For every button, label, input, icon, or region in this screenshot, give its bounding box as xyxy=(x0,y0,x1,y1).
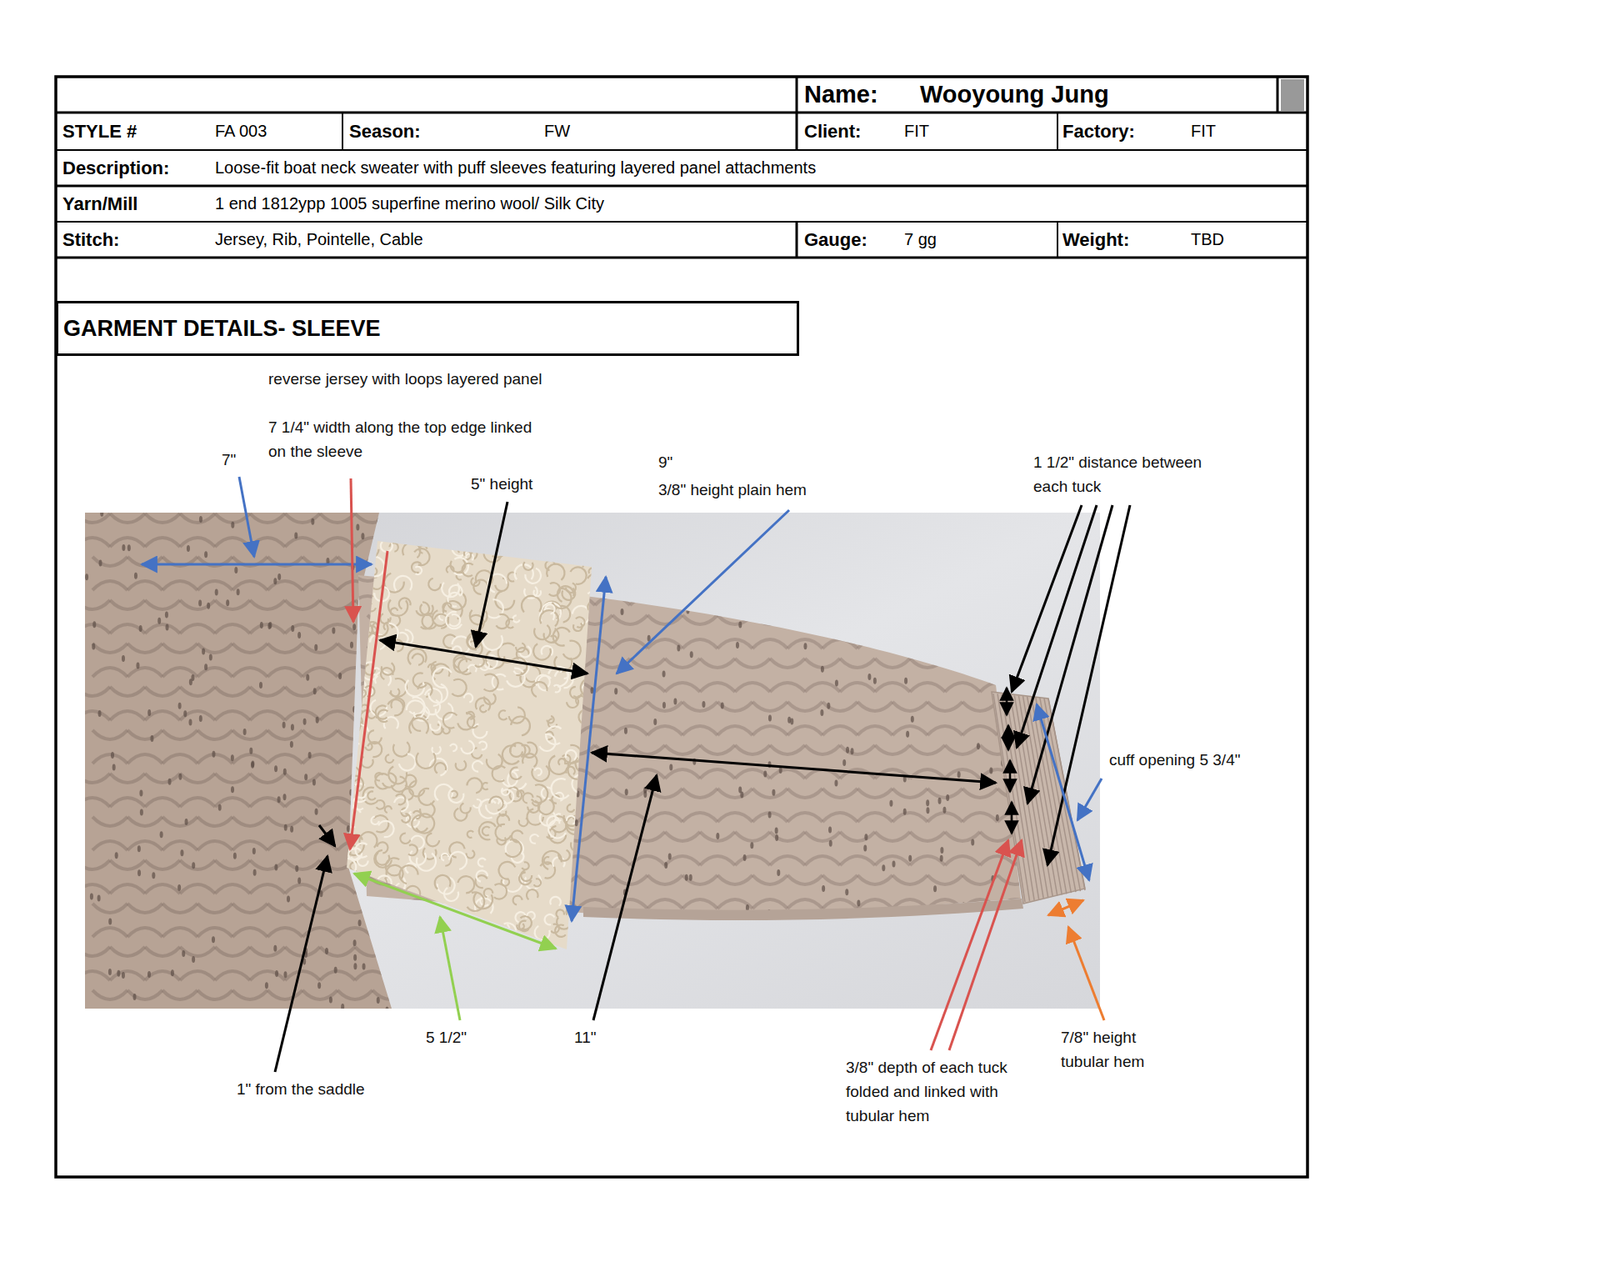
annotation-note: 3/8" depth of each tuck folded and linke… xyxy=(845,1055,1046,1128)
annotation-note: 3/8" height plain hem xyxy=(658,477,807,502)
annotation-note: 7/8" height tubular hem xyxy=(1060,1025,1186,1074)
field-label: Weight: xyxy=(1062,221,1130,258)
field-value: Loose-fit boat neck sweater with puff sl… xyxy=(215,150,816,186)
field-label: Stitch: xyxy=(62,221,120,258)
annotation-note: 1 1/2" distance between each tuck xyxy=(1033,450,1230,499)
field-label: Yarn/Mill xyxy=(62,185,138,222)
field-value: FIT xyxy=(1190,112,1216,150)
field-label: Description: xyxy=(62,150,170,186)
dimension-label: 9" xyxy=(658,450,673,475)
gray-swatch xyxy=(1280,79,1305,111)
dimension-label: 5 1/2" xyxy=(425,1025,467,1050)
field-value: Jersey, Rib, Pointelle, Cable xyxy=(215,221,424,258)
field-value: Wooyoung Jung xyxy=(920,76,1110,113)
field-label: Factory: xyxy=(1062,112,1135,150)
heading-text: GARMENT DETAILS- SLEEVE xyxy=(63,315,381,342)
field-value: 1 end 1812ypp 1005 superfine merino wool… xyxy=(215,185,605,222)
photo xyxy=(85,512,1100,1009)
annotation-note: 1" from the saddle xyxy=(236,1076,365,1101)
annotation-note: reverse jersey with loops layered panel xyxy=(268,366,544,391)
section-heading: GARMENT DETAILS- SLEEVE xyxy=(55,300,800,356)
field-value: 7 gg xyxy=(904,221,937,258)
field-label: Season: xyxy=(349,112,421,150)
dimension-label: 7" xyxy=(221,447,236,472)
field-label: Name: xyxy=(804,76,879,113)
field-value: FIT xyxy=(904,112,930,150)
spec-table xyxy=(55,76,1308,1177)
dimension-label: 5" height xyxy=(470,471,533,496)
field-label: Gauge: xyxy=(804,221,868,258)
dimension-label: 11" xyxy=(574,1025,596,1050)
field-value: TBD xyxy=(1190,221,1225,258)
dimension-lines xyxy=(141,476,1130,1072)
field-value: FW xyxy=(544,112,570,150)
field-label: Client: xyxy=(804,112,861,150)
annotation-note: 7 1/4" width along the top edge linked o… xyxy=(268,415,544,464)
dimension-label: cuff opening 5 3/4" xyxy=(1109,747,1240,772)
field-label: STYLE # xyxy=(62,112,137,150)
field-value: FA 003 xyxy=(215,112,267,150)
